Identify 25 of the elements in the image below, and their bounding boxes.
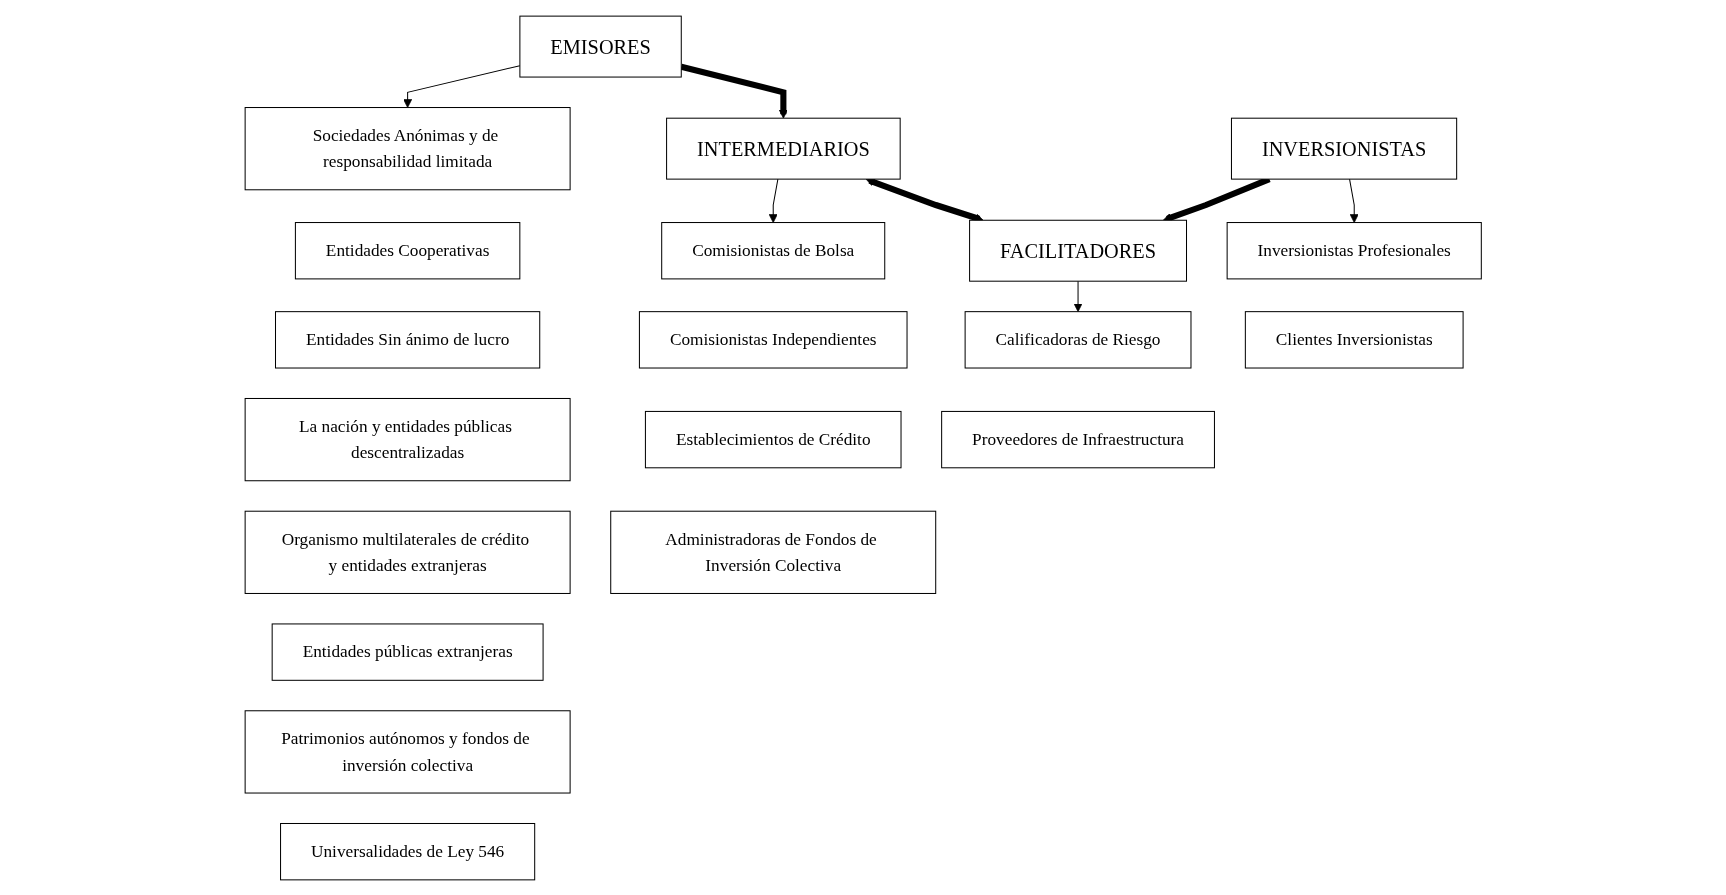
arrow (680, 63, 788, 119)
node-box: La nación y entidades públicas descentralizadas (244, 397, 571, 481)
node-box: INVERSIONISTAS (1230, 117, 1457, 180)
node-box: Calificadoras de Riesgo (964, 310, 1192, 369)
node-box: Universalidades de Ley 546 (279, 822, 535, 880)
node-box: Administradoras de Fondos de Inversión Colectiva (610, 510, 936, 594)
node-box: Patrimonios autónomos y fondos de inversión colectiva (244, 709, 571, 794)
arrow (768, 178, 779, 223)
node-box: Organismo multilaterales de crédito y entidades extranjeras (244, 510, 571, 594)
node-box: Proveedores de Infraestructura (940, 410, 1215, 468)
node-box: Entidades públicas extranjeras (271, 622, 544, 681)
arrow (1073, 280, 1083, 312)
arrow (865, 177, 984, 222)
node-box: FACILITADORES (968, 219, 1187, 282)
node-box: INTERMEDIARIOS (665, 117, 901, 180)
node-box: Entidades Cooperativas (294, 221, 521, 279)
node-box: EMISORES (519, 15, 682, 78)
arrow (1348, 178, 1359, 223)
node-box: Clientes Inversionistas (1244, 310, 1464, 369)
node-box: Entidades Sin ánimo de lucro (274, 310, 541, 369)
node-box: Establecimientos de Crédito (644, 410, 902, 468)
node-box: Comisionistas de Bolsa (660, 221, 886, 279)
node-box: Sociedades Anónimas y de responsabilidad limitada (244, 106, 571, 190)
node-box: Inversionistas Profesionales (1226, 221, 1482, 279)
node-box: Comisionistas Independientes (638, 310, 908, 369)
